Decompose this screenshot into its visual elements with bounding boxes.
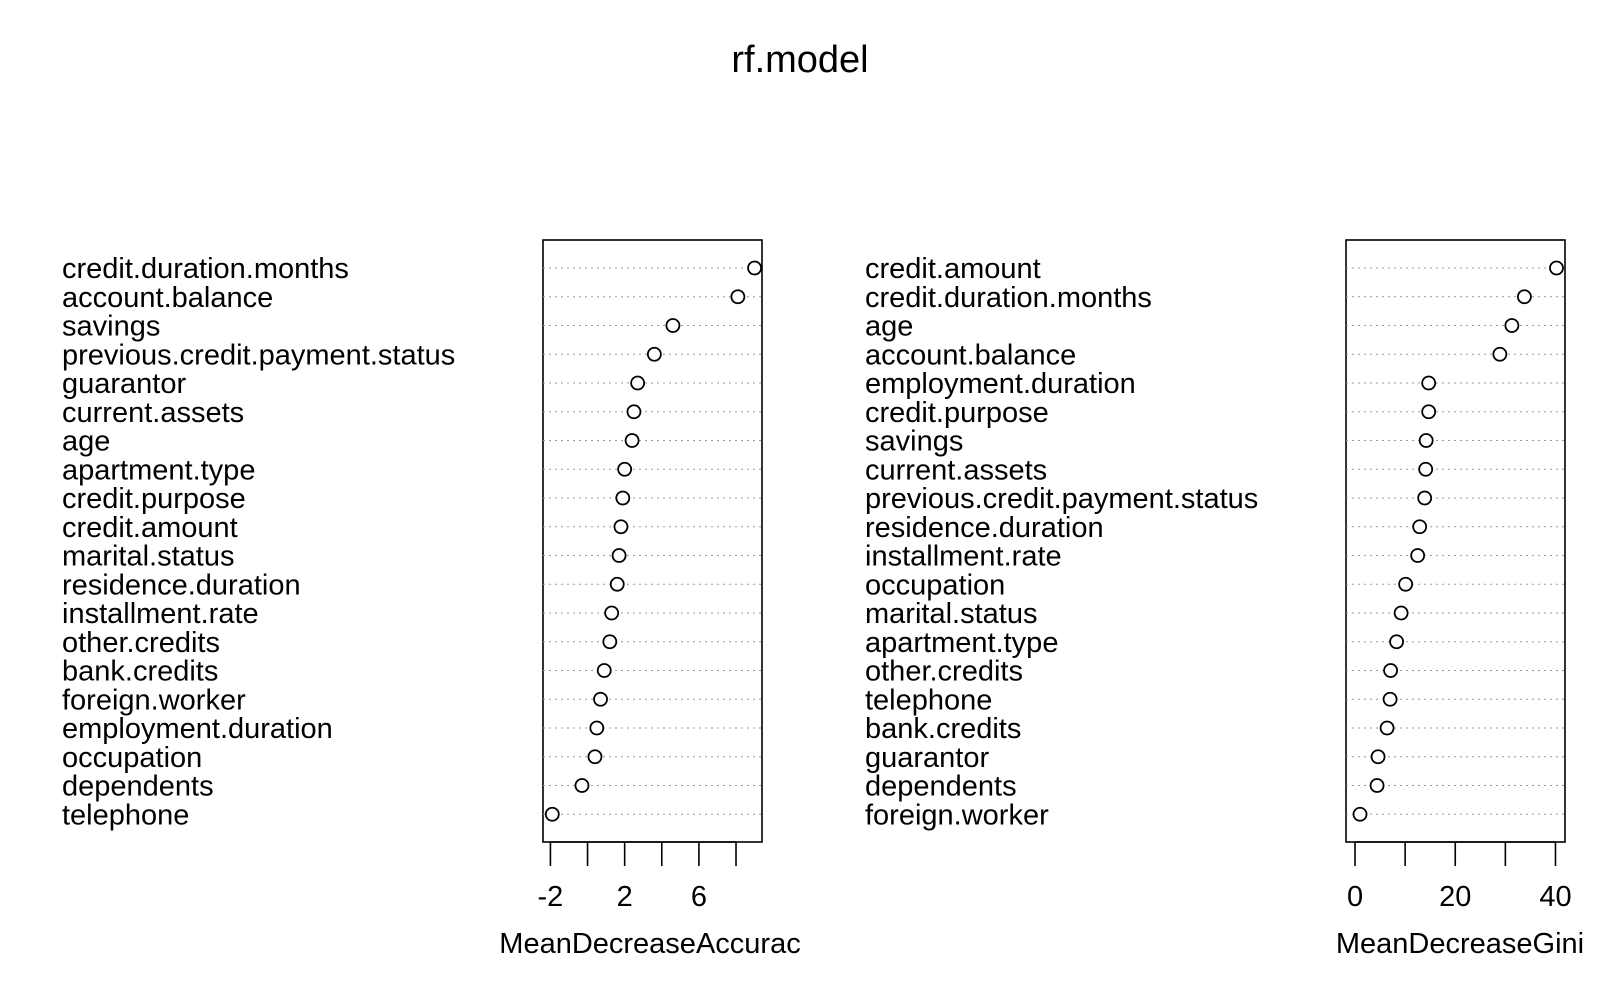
acc-row-label: dependents xyxy=(62,771,214,803)
gini-row-label: telephone xyxy=(865,684,992,716)
gini-data-point xyxy=(1382,691,1398,707)
acc-row-label: residence.duration xyxy=(62,569,301,601)
gini-row-label: bank.credits xyxy=(865,713,1021,745)
acc-data-point xyxy=(617,461,633,477)
acc-data-point xyxy=(587,749,603,765)
gini-row-label: age xyxy=(865,311,913,343)
acc-x-tick-label: -2 xyxy=(538,881,564,913)
gini-row-label: guarantor xyxy=(865,742,989,774)
gini-row-label: credit.amount xyxy=(865,253,1041,285)
acc-data-point xyxy=(611,548,627,563)
gini-data-point xyxy=(1383,663,1399,678)
acc-data-point xyxy=(747,260,762,276)
acc-row-label: current.assets xyxy=(62,397,244,429)
acc-data-point xyxy=(544,806,560,822)
gini-data-point xyxy=(1418,433,1434,448)
acc-row-label: age xyxy=(62,426,110,458)
acc-row-label: bank.credits xyxy=(62,656,218,688)
acc-data-point xyxy=(624,433,640,448)
gini-data-point xyxy=(1379,720,1395,736)
gini-data-point xyxy=(1398,576,1414,592)
acc-x-axis-title: MeanDecreaseAccurac xyxy=(499,928,800,960)
acc-data-point xyxy=(730,289,746,305)
acc-data-point xyxy=(615,490,631,506)
acc-data-point xyxy=(613,519,629,535)
acc-row-label: credit.duration.months xyxy=(62,253,349,285)
gini-row-label: apartment.type xyxy=(865,627,1058,659)
acc-x-tick-label: 6 xyxy=(691,881,707,913)
gini-data-point xyxy=(1369,778,1385,793)
gini-row-label: residence.duration xyxy=(865,512,1104,544)
acc-data-point xyxy=(604,605,620,621)
acc-data-point xyxy=(630,375,646,391)
acc-row-label: credit.purpose xyxy=(62,483,246,515)
gini-row-label: employment.duration xyxy=(865,368,1136,400)
gini-row-label: savings xyxy=(865,426,963,458)
gini-x-tick-label: 40 xyxy=(1539,881,1571,913)
gini-data-point xyxy=(1389,634,1405,650)
gini-row-label: installment.rate xyxy=(865,541,1062,573)
acc-data-point xyxy=(626,404,642,420)
gini-data-point xyxy=(1410,548,1426,563)
gini-row-label: account.balance xyxy=(865,339,1076,371)
acc-row-label: previous.credit.payment.status xyxy=(62,339,455,371)
acc-row-label: telephone xyxy=(62,799,189,831)
acc-data-point xyxy=(609,576,625,592)
acc-row-label: credit.amount xyxy=(62,512,238,544)
gini-x-axis-title: MeanDecreaseGini xyxy=(1336,928,1584,960)
acc-plot-frame xyxy=(542,239,763,843)
acc-row-label: marital.status xyxy=(62,541,234,573)
acc-data-point xyxy=(646,346,662,362)
acc-row-label: employment.duration xyxy=(62,713,333,745)
gini-data-point xyxy=(1352,806,1368,822)
acc-x-tick-label: 2 xyxy=(617,881,633,913)
acc-row-label: apartment.type xyxy=(62,454,255,486)
acc-row-label: other.credits xyxy=(62,627,220,659)
gini-row-label: occupation xyxy=(865,569,1005,601)
acc-row-label: foreign.worker xyxy=(62,684,246,716)
acc-row-label: savings xyxy=(62,311,160,343)
gini-x-tick-label: 0 xyxy=(1347,881,1363,913)
acc-data-point xyxy=(602,634,618,650)
gini-row-label: dependents xyxy=(865,771,1017,803)
gini-data-point xyxy=(1517,289,1532,305)
gini-row-label: credit.purpose xyxy=(865,397,1049,429)
acc-data-point xyxy=(589,720,605,736)
acc-row-label: guarantor xyxy=(62,368,186,400)
gini-row-label: previous.credit.payment.status xyxy=(865,483,1258,515)
acc-row-label: installment.rate xyxy=(62,598,259,630)
acc-data-point xyxy=(665,318,681,333)
gini-data-point xyxy=(1504,318,1520,333)
gini-data-point xyxy=(1370,749,1386,765)
gini-data-point xyxy=(1393,605,1409,621)
acc-data-point xyxy=(596,663,612,678)
gini-row-label: foreign.worker xyxy=(865,799,1049,831)
gini-row-label: marital.status xyxy=(865,598,1037,630)
gini-row-label: other.credits xyxy=(865,656,1023,688)
accuracy-panel: credit.duration.monthsaccount.balancesav… xyxy=(62,239,801,960)
gini-panel: credit.amountcredit.duration.monthsageac… xyxy=(865,239,1584,960)
gini-data-point xyxy=(1417,490,1433,506)
acc-data-point xyxy=(593,691,608,707)
acc-data-point xyxy=(574,778,590,793)
gini-row-label: credit.duration.months xyxy=(865,282,1152,314)
acc-row-label: account.balance xyxy=(62,282,273,314)
gini-data-point xyxy=(1418,461,1434,477)
gini-data-point xyxy=(1412,519,1428,535)
gini-data-point xyxy=(1492,346,1508,362)
gini-data-point xyxy=(1549,260,1564,276)
gini-data-point xyxy=(1421,404,1437,420)
acc-row-label: occupation xyxy=(62,742,202,774)
gini-data-point xyxy=(1421,375,1437,391)
gini-row-label: current.assets xyxy=(865,454,1047,486)
gini-x-tick-label: 20 xyxy=(1439,881,1471,913)
chart-title: rf.model xyxy=(731,39,868,81)
